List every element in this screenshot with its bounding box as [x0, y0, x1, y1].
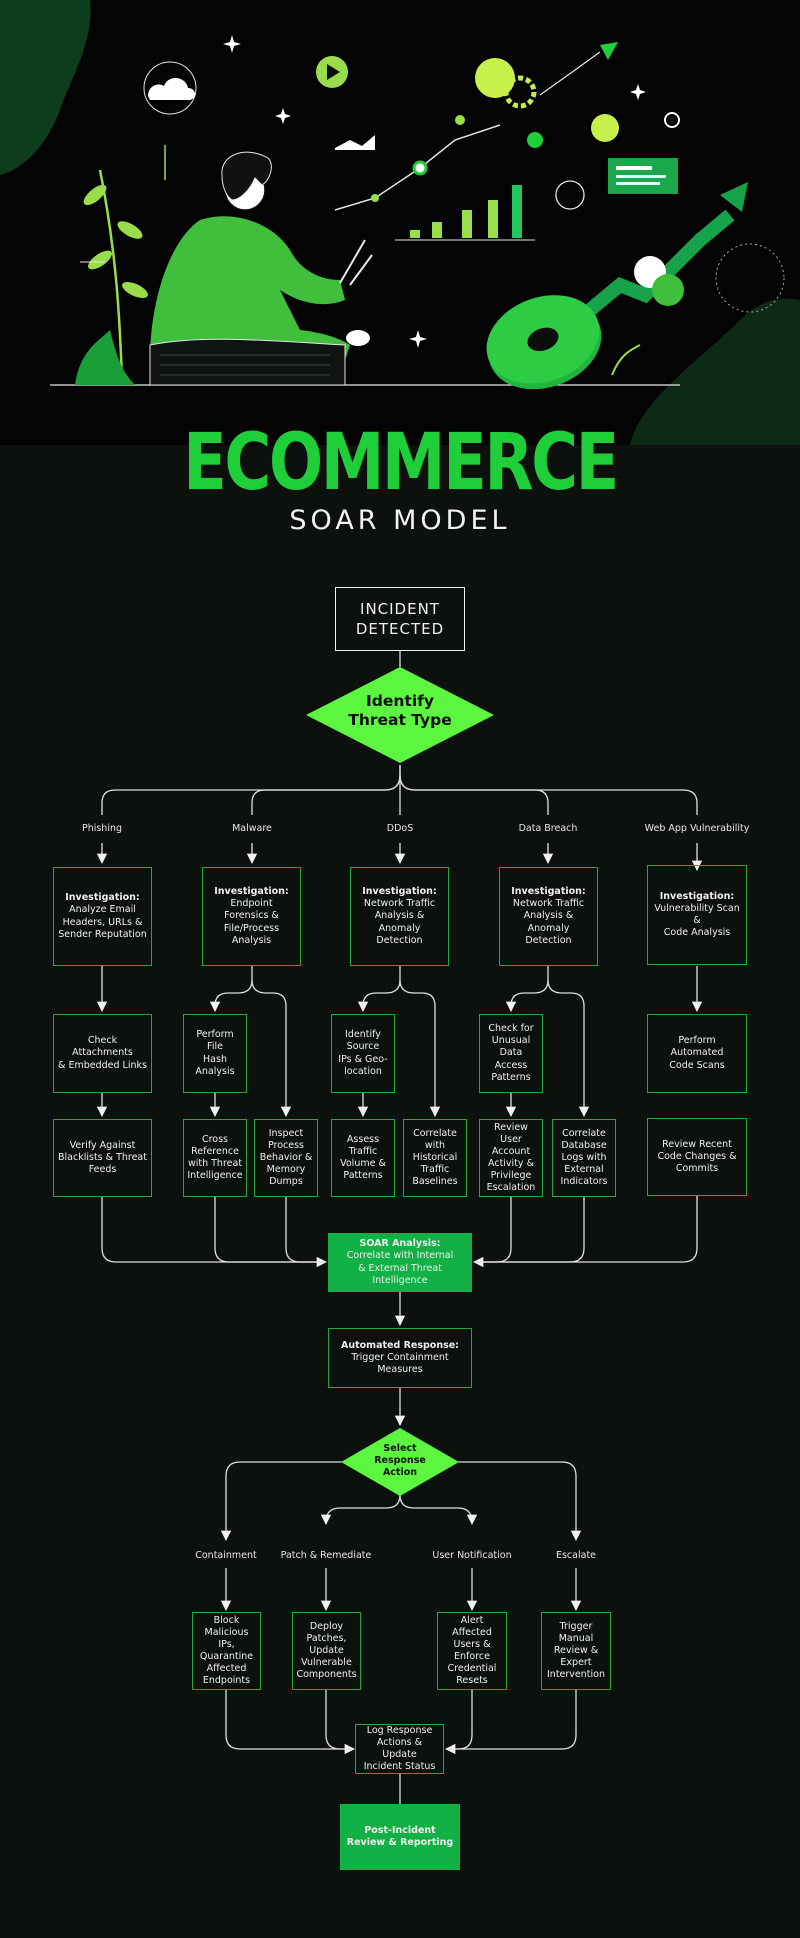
response-label-notification: User Notification [432, 1550, 512, 1561]
step-assess-traffic: Assess Traffic Volume & Patterns [331, 1119, 395, 1197]
investigation-phishing: Investigation:Analyze Email Headers, URL… [53, 867, 152, 966]
threat-label-web-app: Web App Vulnerability [644, 823, 750, 834]
investigation-data-breach: Investigation:Network Traffic Analysis &… [499, 867, 598, 966]
step-inspect-process: Inspect Process Behavior & Memory Dumps [254, 1119, 318, 1197]
investigation-web-app: Investigation:Vulnerability Scan & Code … [647, 865, 747, 965]
threat-label-malware: Malware [232, 823, 272, 834]
log-response-node: Log Response Actions & Update Incident S… [355, 1724, 444, 1774]
identify-threat-type-label: Identify Threat Type [348, 692, 452, 729]
investigation-ddos: Investigation:Network Traffic Analysis &… [350, 867, 449, 966]
response-label-containment: Containment [195, 1550, 257, 1561]
step-verify-blacklists: Verify Against Blacklists & Threat Feeds [53, 1119, 152, 1197]
threat-label-phishing: Phishing [81, 823, 123, 834]
step-unusual-access: Check for Unusual Data Access Patterns [479, 1014, 543, 1093]
step-review-account: Review User Account Activity & Privilege… [479, 1119, 543, 1197]
hero-illustration [0, 0, 800, 445]
step-code-changes: Review Recent Code Changes & Commits [647, 1118, 747, 1196]
threat-label-data-breach: Data Breach [518, 823, 578, 834]
step-code-scans: Perform Automated Code Scans [647, 1014, 747, 1093]
response-alert-users: Alert Affected Users & Enforce Credentia… [437, 1612, 507, 1690]
step-correlate-baselines: Correlate with Historical Traffic Baseli… [403, 1119, 467, 1197]
select-response-label: Select Response Action [374, 1443, 426, 1478]
soar-analysis-node: SOAR Analysis:Correlate with Internal & … [328, 1233, 472, 1292]
page-title: ECOMMERCE [183, 418, 619, 508]
automated-response-node: Automated Response:Trigger Containment M… [328, 1328, 472, 1388]
response-deploy-patches: Deploy Patches, Update Vulnerable Compon… [292, 1612, 361, 1690]
response-trigger-review: Trigger Manual Review & Expert Intervent… [541, 1612, 611, 1690]
post-incident-review-node: Post-Incident Review & Reporting [340, 1804, 460, 1870]
step-correlate-logs: Correlate Database Logs with External In… [552, 1119, 616, 1197]
analyst-illustration [0, 0, 800, 445]
incident-detected-node: INCIDENT DETECTED [335, 587, 465, 651]
threat-label-ddos: DDoS [386, 823, 414, 834]
response-block-ips: Block Malicious IPs, Quarantine Affected… [192, 1612, 261, 1690]
response-label-escalate: Escalate [555, 1550, 597, 1561]
step-check-attachments: Check Attachments & Embedded Links [53, 1014, 152, 1093]
decision-diamond-response [341, 1428, 459, 1496]
step-identify-source: Identify Source IPs & Geo- location [331, 1014, 395, 1093]
response-label-patch: Patch & Remediate [280, 1550, 372, 1561]
investigation-malware: Investigation:Endpoint Forensics & File/… [202, 867, 301, 966]
step-cross-reference: Cross Reference with Threat Intelligence [183, 1119, 247, 1197]
decision-diamond-threat [306, 667, 494, 763]
step-file-hash: Perform File Hash Analysis [183, 1014, 247, 1093]
page-subtitle: SOAR MODEL [289, 505, 511, 536]
